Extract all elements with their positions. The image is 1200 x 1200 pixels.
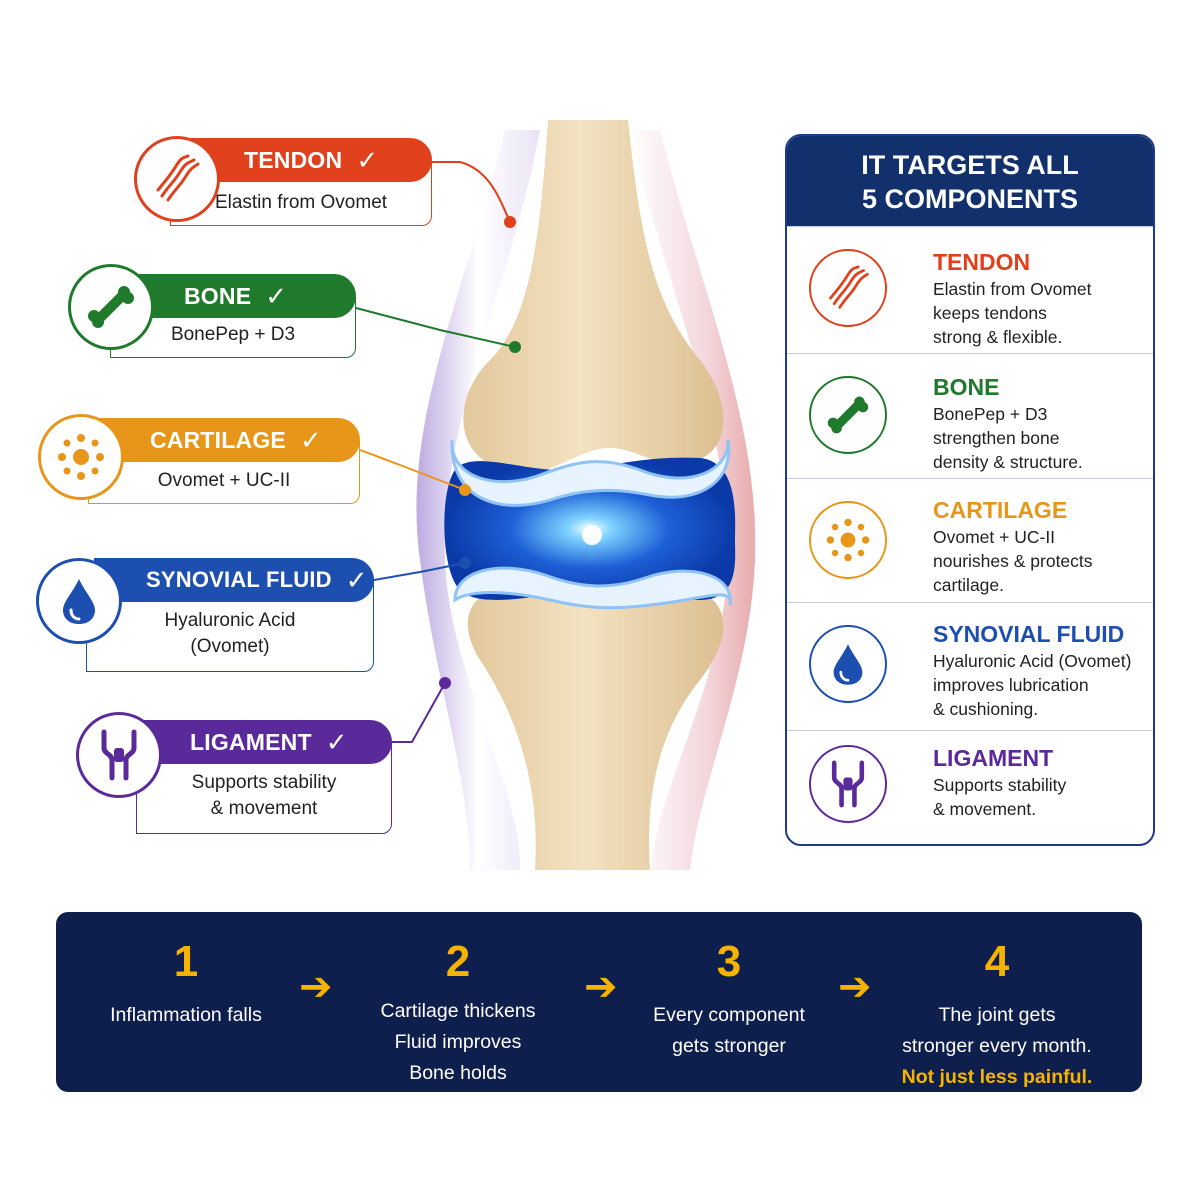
callout-bone-pill: BONE ✓	[118, 274, 356, 318]
callout-ligament-title: LIGAMENT	[190, 728, 312, 755]
components-panel: IT TARGETS ALL 5 COMPONENTS TENDON Elast…	[785, 134, 1155, 846]
droplet-icon	[36, 558, 122, 644]
check-icon: ✓	[325, 726, 348, 757]
progress-steps-banner: 1 Inflammation falls ➔ 2 Cartilage thick…	[56, 912, 1142, 1092]
panel-row-title: TENDON	[933, 249, 1031, 275]
arrow-right-icon: ➔	[299, 965, 333, 1009]
cartilage-cells-icon	[38, 414, 124, 500]
panel-row-desc: Hyaluronic Acid (Ovomet)improves lubrica…	[933, 651, 1132, 719]
check-icon: ✓	[356, 144, 379, 175]
check-icon: ✓	[345, 564, 368, 595]
arrow-right-icon: ➔	[584, 965, 618, 1009]
droplet-icon	[809, 625, 887, 703]
capsule-right	[630, 130, 756, 870]
bone-icon	[809, 376, 887, 454]
femur-bone	[463, 120, 724, 473]
panel-row-title: CARTILAGE	[933, 497, 1068, 523]
ligament-icon	[809, 745, 887, 823]
panel-row-title: SYNOVIAL FLUID	[933, 621, 1125, 647]
panel-row-desc: Supports stability& movement.	[933, 775, 1067, 819]
step-1: 1 Inflammation falls	[90, 938, 282, 1031]
step-number: 1	[173, 937, 199, 986]
tibia-bone	[467, 585, 724, 870]
panel-row-title: BONE	[933, 374, 1000, 400]
callout-tendon-pill: TENDON ✓	[178, 138, 432, 182]
ligament-icon	[76, 712, 162, 798]
arrow-right-icon: ➔	[838, 965, 872, 1009]
panel-row-title: LIGAMENT	[933, 745, 1054, 771]
panel-row-synovial-fluid: SYNOVIAL FLUID Hyaluronic Acid (Ovomet)i…	[787, 602, 1153, 726]
callout-synovial-title: SYNOVIAL FLUID	[146, 567, 332, 592]
callout-ligament-pill: LIGAMENT ✓	[144, 720, 392, 764]
step-number: 4	[984, 937, 1010, 986]
cartilage-upper	[450, 439, 731, 507]
check-icon: ✓	[299, 424, 322, 455]
callout-tendon-title: TENDON	[244, 146, 343, 173]
check-icon: ✓	[265, 280, 288, 311]
step-number: 3	[716, 937, 742, 986]
callout-synovial-pill: SYNOVIAL FLUID ✓	[94, 558, 374, 602]
cartilage-lower	[453, 566, 732, 610]
step-text: Inflammation falls	[110, 1004, 262, 1026]
panel-row-ligament: LIGAMENT Supports stability& movement.	[787, 730, 1153, 844]
tendon-fibers-icon	[134, 136, 220, 222]
callout-bone-title: BONE	[184, 282, 252, 309]
tendon-fibers-icon	[809, 249, 887, 327]
bone-icon	[68, 264, 154, 350]
panel-heading: IT TARGETS ALL 5 COMPONENTS	[787, 136, 1153, 226]
step-highlight: Not just less painful.	[901, 1066, 1093, 1088]
callout-cartilage-title: CARTILAGE	[150, 426, 286, 453]
knee-joint-illustration	[355, 120, 756, 870]
callout-cartilage-pill: CARTILAGE ✓	[96, 418, 360, 462]
step-number: 2	[445, 937, 471, 986]
cartilage-cells-icon	[809, 501, 887, 579]
